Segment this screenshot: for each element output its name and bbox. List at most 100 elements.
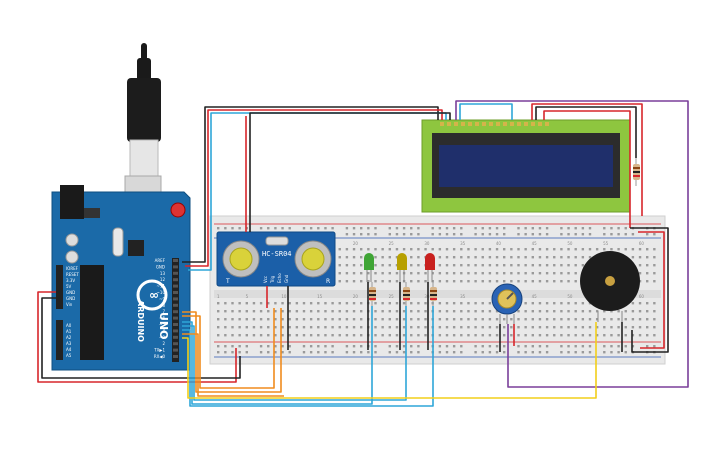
analog-pin-label: A3 (66, 341, 72, 346)
wire-blue-lcd[interactable] (459, 103, 513, 120)
lcd-pin[interactable] (503, 122, 507, 126)
wire-orange-1[interactable] (182, 308, 282, 393)
lcd-pin-header (440, 122, 549, 126)
lcd-pin[interactable] (461, 122, 465, 126)
reset-button[interactable] (170, 202, 186, 218)
lcd-pin[interactable] (475, 122, 479, 126)
wire-black-top[interactable] (182, 106, 439, 263)
column-number: 35 (460, 294, 466, 299)
wire-blue-top[interactable] (188, 112, 447, 271)
lcd-pin[interactable] (524, 122, 528, 126)
wire-blue-led3[interactable] (182, 306, 434, 407)
analog-header[interactable] (56, 320, 63, 360)
lcd-pin[interactable] (440, 122, 444, 126)
analog-pin-label: A4 (66, 347, 72, 352)
digital-pin-label: 4 (162, 328, 165, 333)
digital-pin[interactable] (173, 278, 178, 282)
digital-pin[interactable] (173, 310, 178, 314)
digital-pin[interactable] (173, 335, 178, 339)
lcd-pin[interactable] (489, 122, 493, 126)
lcd-pin[interactable] (468, 122, 472, 126)
led-green[interactable] (364, 253, 374, 282)
column-number: 45 (532, 294, 538, 299)
wire-purple-lcd[interactable] (455, 100, 689, 388)
wire-orange-2[interactable] (182, 308, 275, 389)
digital-pin[interactable] (173, 316, 178, 320)
lcd-pin[interactable] (531, 122, 535, 126)
digital-pin-label: 13 (160, 271, 166, 276)
digital-pin-label: ~3 (159, 335, 165, 340)
digital-pin[interactable] (173, 291, 178, 294)
wire-red-lcd[interactable] (531, 103, 643, 216)
wire-red-power[interactable] (37, 291, 237, 383)
potentiometer[interactable] (491, 283, 523, 324)
digital-pin-label: AREF (155, 258, 166, 263)
column-number: 30 (424, 241, 430, 246)
wire-yellow-buzzer[interactable] (182, 322, 597, 399)
power-header[interactable] (56, 265, 63, 309)
digital-pin[interactable] (173, 271, 178, 275)
lcd-pin[interactable] (447, 122, 451, 126)
digital-pin[interactable] (173, 284, 178, 288)
wire-black-sensor[interactable] (249, 112, 451, 232)
arduino-uno-board[interactable]: ∞ ARDUINO UNO AREFGND1312~11~10~987~6~54… (51, 185, 191, 371)
digital-pin[interactable] (173, 355, 178, 358)
resistor-3[interactable] (430, 282, 437, 306)
column-number: 25 (389, 294, 395, 299)
wire-blue-orange[interactable] (182, 333, 284, 397)
digital-pin-label: ~11 (157, 284, 166, 289)
digital-pin[interactable] (173, 297, 178, 301)
power-pin-label: RESET (66, 272, 79, 277)
lcd-16x2[interactable] (421, 119, 631, 213)
column-number: 45 (532, 241, 538, 246)
lcd-pin[interactable] (482, 122, 486, 126)
led-yellow[interactable] (397, 253, 407, 282)
crystal (112, 227, 124, 257)
sensor-model: HC-SR04 (262, 250, 292, 258)
sensor-mark-r: R (326, 278, 330, 285)
column-number: 15 (317, 294, 323, 299)
sensor-pin-label: Vcc (263, 276, 268, 283)
svg-text:∞: ∞ (149, 288, 159, 302)
wire-red-lcd-2[interactable] (543, 110, 631, 228)
wire-black-right[interactable] (630, 227, 669, 353)
lcd-pin[interactable] (517, 122, 521, 126)
power-pin-label: 3.3V (66, 278, 75, 283)
digital-pin[interactable] (173, 348, 178, 352)
lcd-pin[interactable] (538, 122, 542, 126)
sensor-pin-label: Gnd (284, 274, 289, 283)
resistor-2[interactable] (403, 282, 410, 306)
digital-pin-label: RX◀0 (154, 354, 166, 359)
column-number: 30 (424, 294, 430, 299)
lcd-pin[interactable] (510, 122, 514, 126)
wire-red-right[interactable] (638, 231, 665, 349)
digital-header[interactable] (172, 258, 179, 362)
digital-pin[interactable] (173, 323, 178, 326)
digital-pin[interactable] (173, 259, 178, 262)
lcd-pin[interactable] (454, 122, 458, 126)
atmega-chip (80, 265, 104, 360)
digital-pin[interactable] (173, 329, 178, 333)
led-red[interactable] (425, 253, 435, 282)
wire-black-power[interactable] (41, 297, 241, 379)
digital-pin-label: ~6 (159, 316, 165, 321)
resistor-1[interactable] (369, 282, 376, 306)
usb-cable[interactable] (124, 43, 162, 217)
wire-blue-led2[interactable] (182, 306, 407, 401)
digital-pin-label: 12 (160, 277, 166, 282)
resistor-lcd[interactable] (633, 158, 640, 186)
digital-pin[interactable] (173, 342, 178, 346)
digital-pin[interactable] (173, 265, 178, 269)
lcd-pin[interactable] (496, 122, 500, 126)
column-number: 50 (567, 294, 573, 299)
sensor-mark-t: T (225, 278, 230, 285)
wire-blue-led1[interactable] (182, 306, 373, 405)
digital-pin-label: 2 (162, 341, 165, 346)
piezo-buzzer[interactable] (580, 251, 640, 322)
digital-pin[interactable] (173, 303, 178, 307)
lcd-pin[interactable] (545, 122, 549, 126)
wire-black-lcd[interactable] (535, 106, 637, 158)
